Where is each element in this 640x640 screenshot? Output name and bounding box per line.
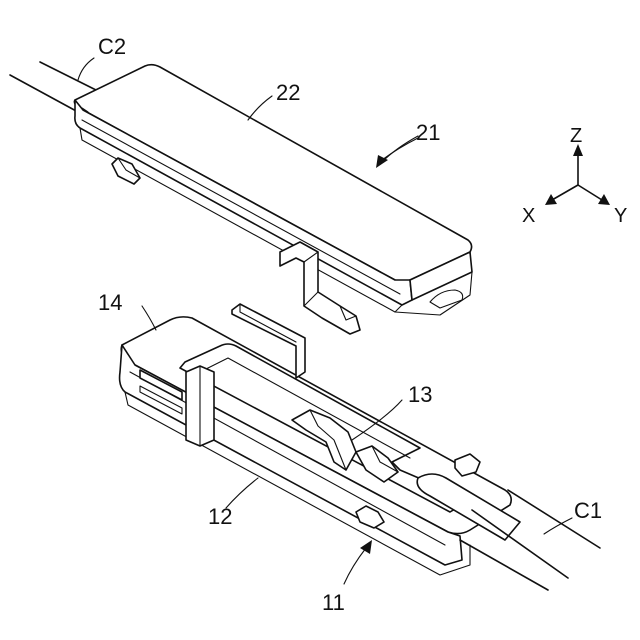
x-arrow-icon (545, 194, 557, 205)
label-12: 12 (208, 504, 232, 529)
arrow-11 (344, 540, 372, 584)
axis-label-z: Z (570, 125, 582, 147)
label-22: 22 (276, 80, 300, 105)
label-c2: C2 (98, 34, 126, 59)
axis-label-x: X (522, 205, 535, 227)
label-11: 11 (322, 590, 345, 615)
label-14: 14 (98, 290, 122, 315)
upper-connector-housing-22 (74, 65, 472, 334)
lower-connector-housing-12 (120, 317, 512, 575)
label-13: 13 (408, 382, 432, 407)
axis-label-y: Y (614, 205, 627, 227)
coordinate-axes (545, 144, 610, 205)
label-21: 21 (416, 120, 440, 145)
label-c1: C1 (574, 498, 602, 523)
